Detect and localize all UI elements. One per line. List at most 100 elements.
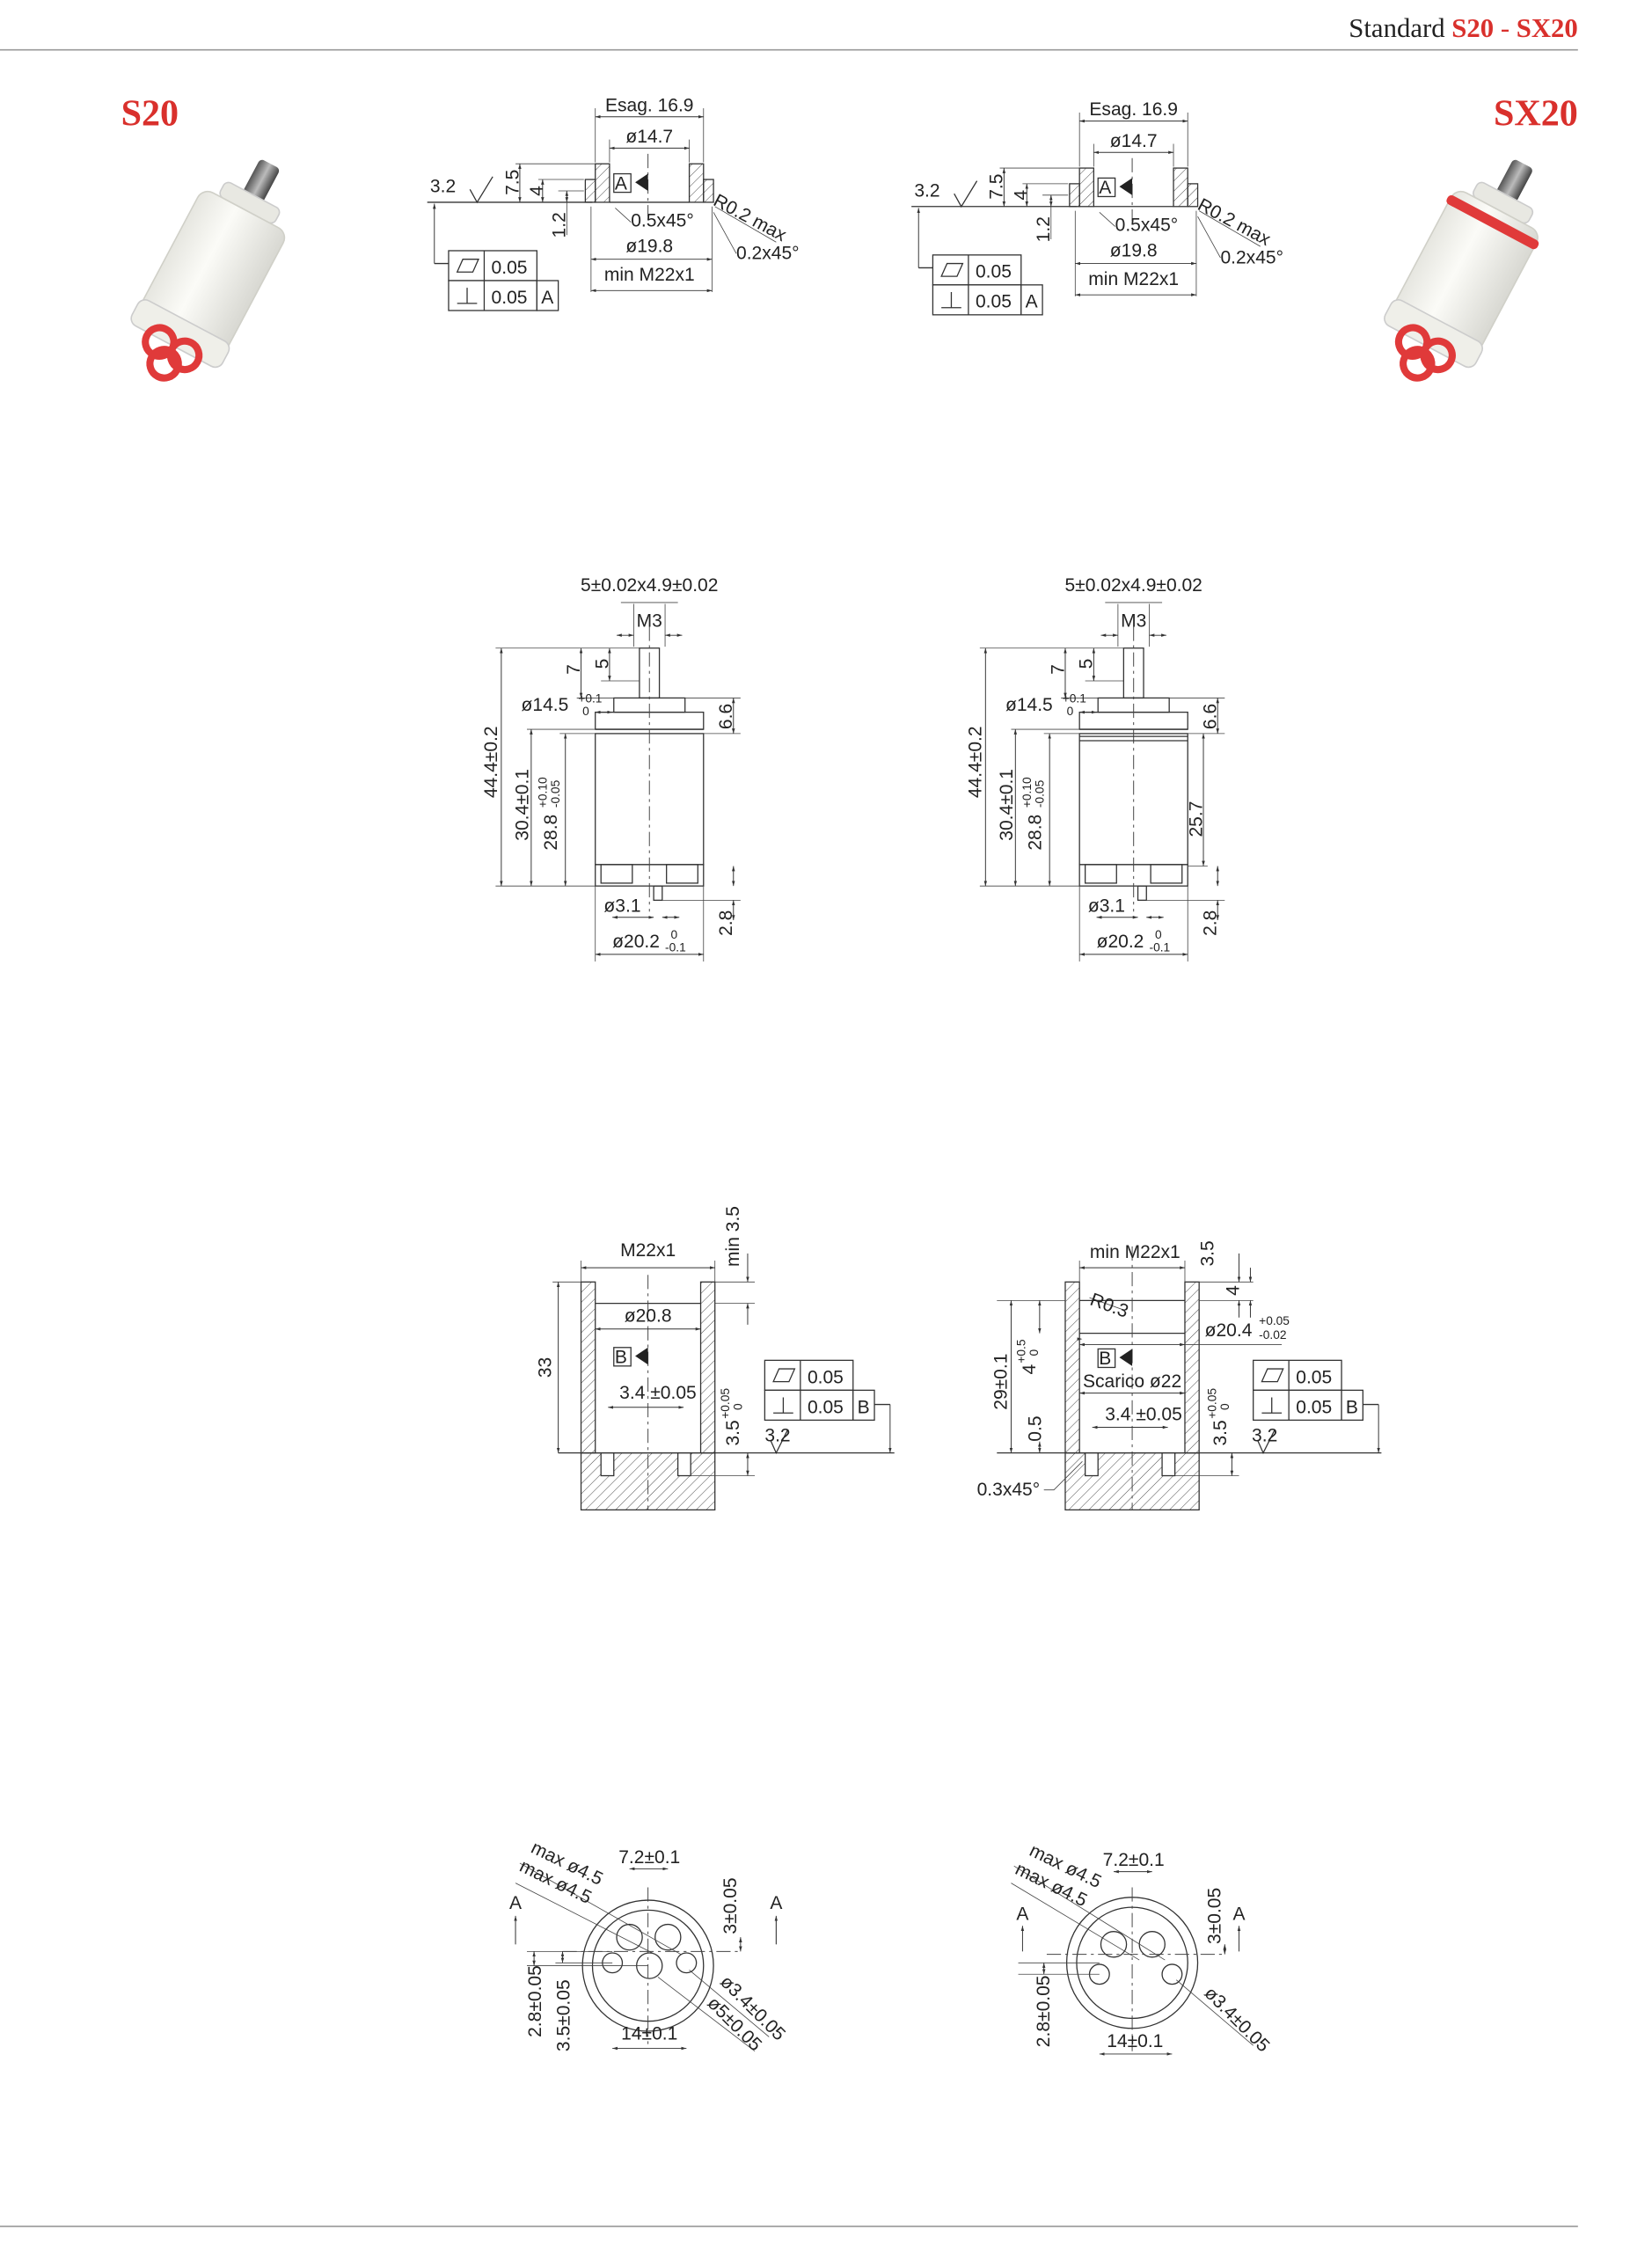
side-drawing-sx20: 25.7 5±0.02x4.9±0.02 M3 7 5 ø14.5 +0.1 0… bbox=[965, 575, 1224, 961]
height-4-label: 4 bbox=[1011, 190, 1031, 201]
chamfer-in-label: 0.5x45° bbox=[631, 210, 694, 230]
collar-diameter-label: ø14.5 bbox=[522, 695, 569, 715]
perpendicularity-value: 0.05 bbox=[1296, 1397, 1332, 1417]
stem-size-label: 5±0.02x4.9±0.02 bbox=[1064, 575, 1202, 596]
thread-label: M22x1 bbox=[620, 1240, 676, 1261]
screw-label: M3 bbox=[637, 611, 662, 631]
perpendicularity-value: 0.05 bbox=[976, 292, 1012, 312]
header-model-sx20: SX20 bbox=[1517, 13, 1578, 43]
bore-diameter-label: ø20.4 bbox=[1205, 1320, 1253, 1341]
span-label: 14±0.1 bbox=[621, 2024, 677, 2044]
collar-height-label: 6.6 bbox=[1201, 704, 1221, 729]
body-tol-low: -0.1 bbox=[665, 941, 686, 954]
small-hole-label: ø3.4±0.05 bbox=[1200, 1983, 1273, 2056]
collar-tol-low: 0 bbox=[1067, 705, 1074, 718]
pin-tol-up: +0.05 bbox=[1206, 1388, 1219, 1419]
body-tol-low: -0.1 bbox=[1150, 941, 1171, 954]
section-mark-a-left: A bbox=[509, 1893, 522, 1913]
screw-label: M3 bbox=[1121, 611, 1146, 631]
seat-drawing-sx20: Esag. 16.9 ø14.7 A 3.2 7.5 4 1.2 0.5x45°… bbox=[911, 99, 1283, 315]
product-image-s20 bbox=[130, 159, 286, 382]
collar-diameter-label: ø14.5 bbox=[1005, 695, 1053, 715]
spacing-label: 7.2±0.1 bbox=[1103, 1850, 1165, 1870]
pin-height-label: 2.8 bbox=[716, 910, 736, 936]
inner-tol-up: +0.10 bbox=[537, 777, 550, 808]
seat-diameter-label: ø19.8 bbox=[625, 237, 673, 257]
body-tol-up: 0 bbox=[1155, 928, 1162, 941]
datum-ref: B bbox=[858, 1397, 870, 1417]
min-depth-label: min 3.5 bbox=[723, 1206, 743, 1267]
chamfer-in-label: 0.5x45° bbox=[1115, 215, 1179, 235]
chamfer-label: 0.3x45° bbox=[977, 1480, 1041, 1500]
section-drawing-s20: M22x1 min 3.5 ø20.8 B 3.4 ±0.05 33 3.5 +… bbox=[536, 1206, 895, 1511]
h4-tol-low: 0 bbox=[1027, 1349, 1041, 1356]
pin-depth-label: 3.5 bbox=[723, 1420, 743, 1445]
height-1-2-label: 1.2 bbox=[1034, 216, 1054, 242]
pin-height-label: 2.8 bbox=[1201, 910, 1221, 936]
esag-label: Esag. 16.9 bbox=[605, 95, 694, 115]
drain-label: Scarico ø22 bbox=[1083, 1371, 1181, 1392]
spacing-label: 7.2±0.1 bbox=[618, 1847, 680, 1868]
inner-tol-low: -0.05 bbox=[1034, 779, 1047, 808]
datum-label: B bbox=[615, 1348, 627, 1368]
chamfer-out-label: 0.2x45° bbox=[1220, 248, 1283, 268]
pin-tol-low: 0 bbox=[731, 1403, 744, 1410]
depth-label: 33 bbox=[536, 1357, 556, 1378]
header-model-s20: S20 bbox=[1451, 13, 1494, 43]
y1-label: 2.8±0.05 bbox=[525, 1965, 545, 2037]
pin-tol-low: 0 bbox=[1218, 1403, 1232, 1410]
product-title-s20: S20 bbox=[121, 92, 179, 134]
total-height-label: 44.4±0.2 bbox=[481, 726, 501, 798]
thread-label: min M22x1 bbox=[604, 265, 695, 285]
h05-label: 0.5 bbox=[1025, 1415, 1045, 1441]
bottom-view-sx20: max ø4.5 max ø4.5 7.2±0.1 3±0.05 A A 2.8… bbox=[1011, 1840, 1274, 2056]
height-4-label: 4 bbox=[527, 186, 547, 196]
height-1-2-label: 1.2 bbox=[550, 212, 570, 238]
perpendicularity-value: 0.05 bbox=[808, 1397, 844, 1417]
thread-label: min M22x1 bbox=[1088, 269, 1179, 289]
span-label: 14±0.1 bbox=[1107, 2031, 1163, 2051]
flatness-value: 0.05 bbox=[976, 262, 1012, 282]
groove-height-label: 4 bbox=[1224, 1285, 1244, 1296]
stem-size-label: 5±0.02x4.9±0.02 bbox=[581, 575, 718, 596]
radius-label: R0.2 max bbox=[1195, 194, 1275, 250]
h4-label: 4 bbox=[1020, 1364, 1040, 1375]
inner-diameter-label: ø14.7 bbox=[625, 127, 673, 147]
thread-label: min M22x1 bbox=[1090, 1242, 1181, 1262]
datum-ref: A bbox=[541, 288, 553, 308]
header-prefix: Standard bbox=[1349, 13, 1444, 43]
bore-tol-up: +0.05 bbox=[1259, 1314, 1290, 1327]
collar-tol-up: +0.1 bbox=[1063, 691, 1086, 705]
height-7-label: 7 bbox=[564, 664, 584, 675]
flatness-value: 0.05 bbox=[492, 258, 528, 278]
body-diameter-label: ø20.2 bbox=[1097, 932, 1144, 952]
datum-label: A bbox=[1099, 178, 1111, 198]
inner-tol-up: +0.10 bbox=[1020, 777, 1034, 808]
datum-ref: A bbox=[1026, 292, 1038, 312]
seat-drawing-s20: Esag. 16.9 ø14.7 A 3.2 7.5 4 1.2 0.5x45°… bbox=[428, 95, 800, 311]
header-separator: - bbox=[1501, 13, 1509, 43]
side-drawing-s20: 5±0.02x4.9±0.02 M3 7 5 ø14.5 +0.1 0 6.6 … bbox=[481, 575, 741, 961]
side-height-label: 25.7 bbox=[1186, 801, 1206, 837]
bore-diameter-label: ø20.8 bbox=[625, 1306, 672, 1327]
height-5-label: 5 bbox=[1077, 659, 1097, 669]
total-height-label: 44.4±0.2 bbox=[965, 726, 985, 798]
datum-ref: B bbox=[1346, 1397, 1358, 1417]
radius-label: R0.3 bbox=[1087, 1290, 1131, 1322]
chamfer-out-label: 0.2x45° bbox=[736, 244, 800, 264]
height-7-label: 7 bbox=[1048, 664, 1068, 675]
collar-height-label: 6.6 bbox=[716, 704, 736, 729]
section-mark-a-left: A bbox=[1016, 1905, 1028, 1925]
body-tol-up: 0 bbox=[671, 928, 678, 941]
y1-label: 2.8±0.05 bbox=[1034, 1975, 1054, 2047]
page-header: Standard S20 - SX20 bbox=[0, 13, 1578, 51]
height-7-5-label: 7.5 bbox=[987, 173, 1007, 199]
inner-height-label: 28.8 bbox=[1025, 815, 1045, 851]
section-drawing-sx20: min M22x1 3.5 4 R0.3 ø20.4 +0.05 -0.02 B… bbox=[977, 1240, 1382, 1511]
y2-label: 3.5±0.05 bbox=[554, 1979, 574, 2051]
height-5-label: 5 bbox=[592, 659, 612, 669]
section-mark-a-right: A bbox=[770, 1893, 782, 1913]
pin-depth-label: 3.5 bbox=[1210, 1420, 1231, 1445]
roughness-label: 3.2 bbox=[764, 1426, 790, 1446]
